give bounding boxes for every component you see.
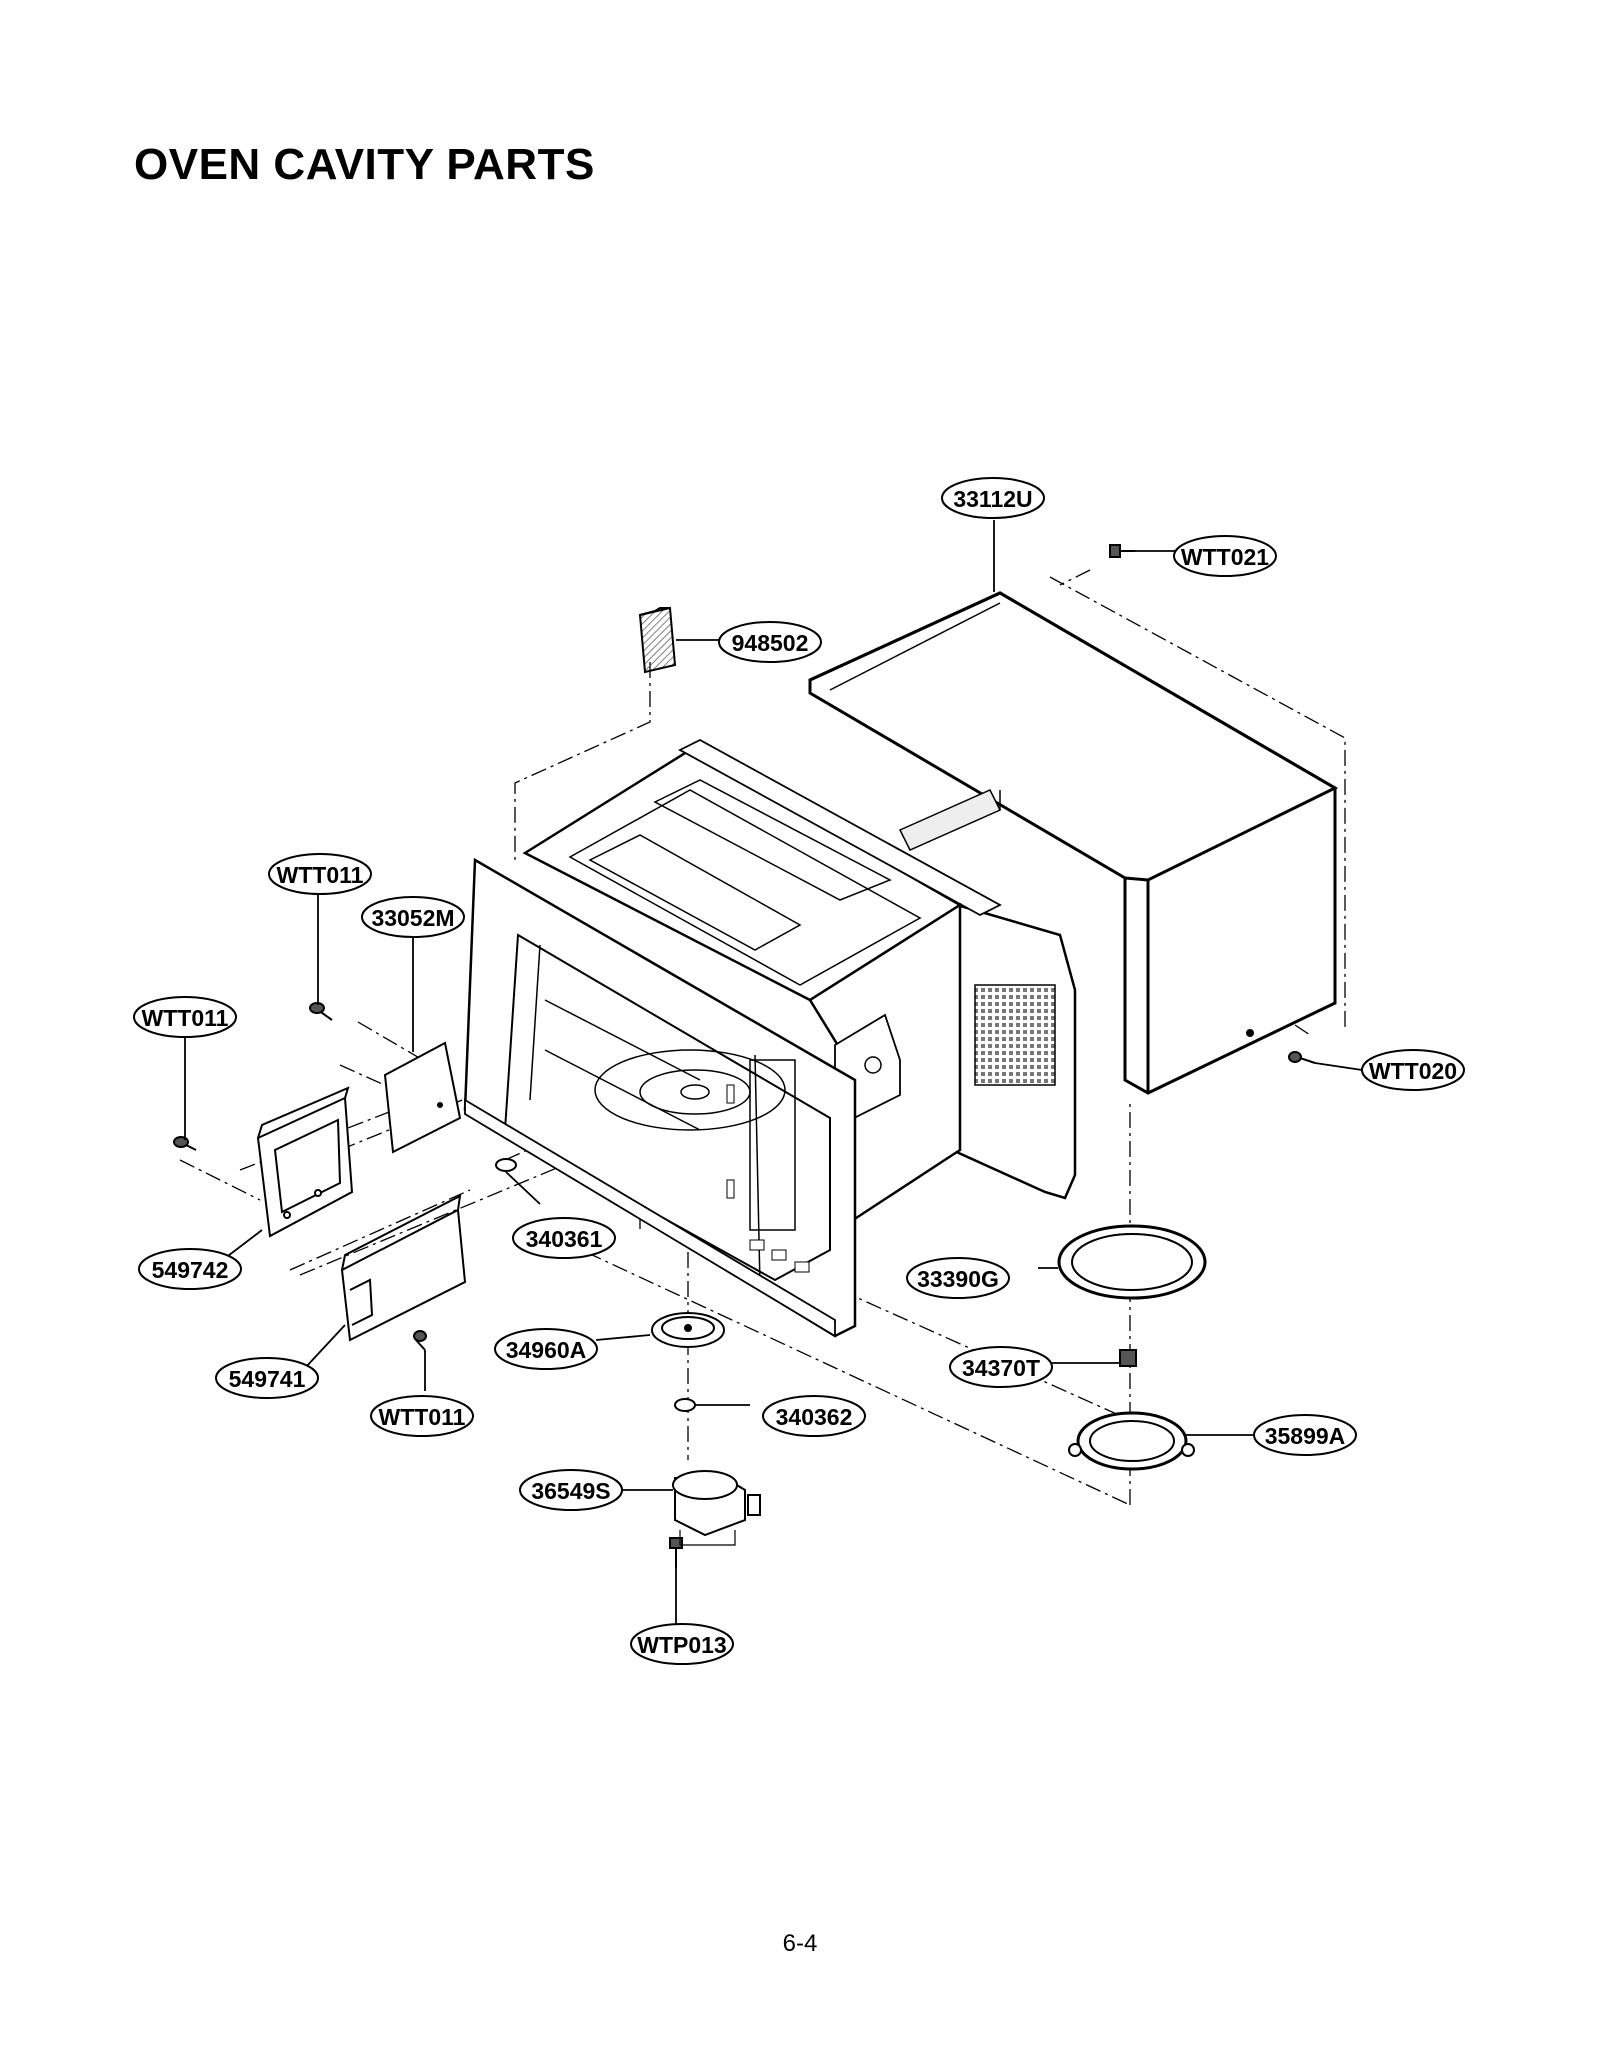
part-340361-washer — [495, 1158, 517, 1172]
svg-text:549742: 549742 — [152, 1257, 229, 1283]
svg-text:948502: 948502 — [732, 630, 809, 656]
svg-text:340361: 340361 — [526, 1226, 603, 1252]
svg-text:34370T: 34370T — [962, 1355, 1040, 1381]
callout-33052M: 33052M — [361, 896, 465, 938]
svg-text:WTT011: WTT011 — [142, 1005, 229, 1031]
part-34960A-coupler — [651, 1312, 725, 1348]
callout-948502: 948502 — [718, 621, 822, 663]
svg-text:33052M: 33052M — [371, 905, 454, 931]
part-34370T-roller — [1119, 1349, 1137, 1367]
part-340362-washer — [674, 1398, 696, 1412]
svg-text:WTP013: WTP013 — [637, 1632, 726, 1658]
screw-wtt011-a — [309, 1002, 333, 1021]
callout-WTT011-a: WTT011 — [268, 853, 372, 895]
callouts: 33112U WTT021 948502 WTT011 33052M WTT01… — [133, 477, 1465, 1665]
round-parts — [495, 1158, 1207, 1546]
part-35899A-ring — [1068, 1411, 1195, 1471]
svg-text:34960A: 34960A — [506, 1337, 587, 1363]
svg-text:35899A: 35899A — [1265, 1423, 1346, 1449]
oven-cavity — [463, 738, 1077, 1338]
svg-text:36549S: 36549S — [531, 1478, 610, 1504]
callout-36549S: 36549S — [519, 1469, 623, 1511]
page-title: OVEN CAVITY PARTS — [134, 140, 595, 189]
callout-WTT021: WTT021 — [1173, 535, 1277, 577]
svg-text:WTT011: WTT011 — [277, 862, 364, 888]
screw-wtp013 — [669, 1537, 683, 1568]
screws — [173, 544, 1316, 1568]
part-948502-insulation — [638, 606, 677, 674]
svg-text:549741: 549741 — [229, 1366, 306, 1392]
screw-wtt011-c — [413, 1330, 427, 1351]
callout-549741: 549741 — [215, 1357, 319, 1399]
callout-35899A: 35899A — [1253, 1414, 1357, 1456]
callout-WTP013: WTP013 — [630, 1623, 734, 1665]
part-549742-bracket — [256, 1086, 354, 1238]
callout-549742: 549742 — [138, 1248, 242, 1290]
callout-33112U: 33112U — [941, 477, 1045, 519]
screw-wtt021 — [1109, 544, 1135, 558]
part-33052M-cover — [383, 1041, 462, 1154]
svg-text:33390G: 33390G — [917, 1266, 999, 1292]
svg-text:WTT020: WTT020 — [1369, 1058, 1457, 1084]
callout-WTT020: WTT020 — [1361, 1049, 1465, 1091]
svg-text:33112U: 33112U — [953, 486, 1032, 512]
callout-WTT011-c: WTT011 — [370, 1395, 474, 1437]
callout-340361: 340361 — [512, 1217, 616, 1259]
callout-34960A: 34960A — [494, 1328, 598, 1370]
page-number: 6-4 — [782, 1930, 818, 1957]
svg-text:WTT021: WTT021 — [1181, 544, 1269, 570]
callout-34370T: 34370T — [949, 1346, 1053, 1388]
part-33390G-tray — [1057, 1224, 1207, 1300]
part-36549S-motor — [672, 1470, 761, 1546]
screw-wtt020 — [1288, 1051, 1316, 1064]
callout-340362: 340362 — [762, 1395, 866, 1437]
svg-text:340362: 340362 — [776, 1404, 853, 1430]
svg-text:WTT011: WTT011 — [379, 1404, 466, 1430]
callout-33390G: 33390G — [906, 1257, 1010, 1299]
callout-WTT011-b: WTT011 — [133, 996, 237, 1038]
outer-case — [808, 591, 1339, 1095]
part-549741-box — [340, 1194, 467, 1342]
